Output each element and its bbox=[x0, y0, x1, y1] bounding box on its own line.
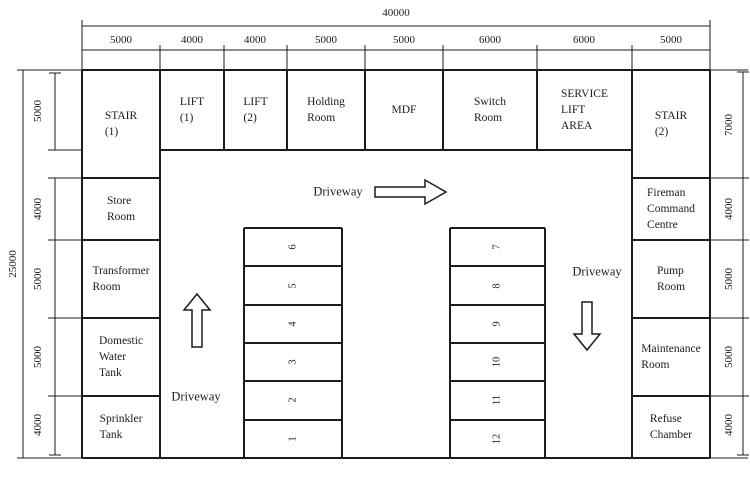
room-pump-room: Pump Room bbox=[656, 264, 686, 293]
room-maintenance-room: Maintenance Room bbox=[641, 342, 701, 371]
top-dim-8: 5000 bbox=[660, 34, 682, 46]
stall-number-6: 6 bbox=[287, 244, 299, 250]
top-dim-7: 6000 bbox=[573, 34, 595, 46]
top-dim-5: 5000 bbox=[393, 34, 415, 46]
stall-number-10: 10 bbox=[491, 356, 503, 368]
stall-number-4: 4 bbox=[287, 321, 299, 327]
right-dim-3: 5000 bbox=[723, 268, 735, 290]
room-mdf: MDF bbox=[391, 103, 417, 116]
right-dim-1: 7000 bbox=[723, 114, 735, 136]
top-dim-6: 6000 bbox=[479, 34, 501, 46]
room-lift-2: LIFT (2) bbox=[243, 95, 268, 124]
room-holding-room: Holding Room bbox=[307, 95, 345, 124]
room-fireman-command-centre: Fireman Command Centre bbox=[647, 186, 695, 232]
stall-number-12: 12 bbox=[491, 433, 503, 445]
room-transformer-room: Transformer Room bbox=[92, 264, 150, 293]
top-dim-3: 4000 bbox=[244, 34, 266, 46]
parking-stall-lines bbox=[243, 227, 546, 458]
driveway-label-left: Driveway bbox=[171, 389, 221, 404]
room-service-lift-area: SERVICE LIFT AREA bbox=[561, 87, 608, 133]
stall-number-3: 3 bbox=[287, 359, 299, 365]
left-dim-1: 5000 bbox=[32, 100, 44, 122]
right-dim-4: 5000 bbox=[723, 346, 735, 368]
stall-number-8: 8 bbox=[491, 283, 503, 289]
driveway-arrow-down-icon bbox=[572, 301, 602, 352]
right-dim-5: 4000 bbox=[723, 414, 735, 436]
stall-number-9: 9 bbox=[491, 321, 503, 327]
stall-number-2: 2 bbox=[287, 397, 299, 403]
left-dim-4: 5000 bbox=[32, 346, 44, 368]
driveway-arrow-up-icon bbox=[182, 292, 212, 348]
overall-width-dim: 40000 bbox=[382, 7, 410, 19]
driveway-label-right: Driveway bbox=[572, 264, 622, 279]
top-dim-2: 4000 bbox=[181, 34, 203, 46]
room-sprinkler-tank: Sprinkler Tank bbox=[99, 412, 143, 441]
room-refuse-chamber: Refuse Chamber bbox=[649, 412, 693, 441]
overall-height-dim: 25000 bbox=[7, 250, 19, 278]
room-lift-1: LIFT (1) bbox=[179, 95, 205, 124]
room-stair-2: STAIR (2) bbox=[654, 109, 688, 138]
right-dim-2: 4000 bbox=[723, 198, 735, 220]
stall-number-5: 5 bbox=[287, 283, 299, 289]
left-dim-3: 5000 bbox=[32, 268, 44, 290]
room-switch-room: Switch Room bbox=[474, 95, 506, 124]
room-stair-1: STAIR (1) bbox=[104, 109, 138, 138]
top-dim-4: 5000 bbox=[315, 34, 337, 46]
room-domestic-water-tank: Domestic Water Tank bbox=[98, 334, 144, 380]
wall-lines bbox=[81, 69, 711, 459]
stall-number-7: 7 bbox=[491, 244, 503, 250]
left-dim-2: 4000 bbox=[32, 198, 44, 220]
stall-number-1: 1 bbox=[287, 436, 299, 442]
driveway-arrow-right-icon bbox=[374, 178, 448, 206]
left-dim-5: 4000 bbox=[32, 414, 44, 436]
driveway-label-top: Driveway bbox=[313, 184, 363, 199]
dimension-lines bbox=[17, 20, 749, 459]
room-store-room: Store Room bbox=[106, 194, 136, 223]
top-dim-1: 5000 bbox=[110, 34, 132, 46]
stall-number-11: 11 bbox=[491, 394, 503, 406]
